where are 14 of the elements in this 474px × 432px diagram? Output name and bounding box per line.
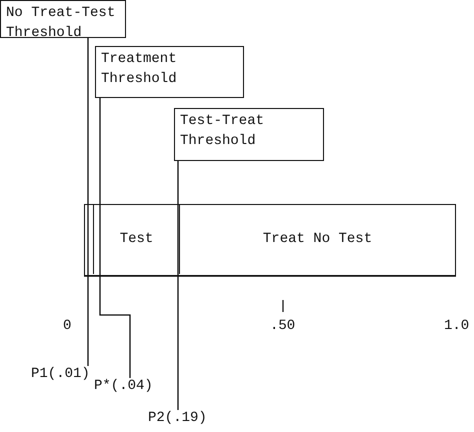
axis-tick-label: 1.0: [444, 318, 470, 334]
leader-line: [99, 98, 131, 378]
probability-label: P*(.04): [94, 378, 166, 396]
bar-chart-frame: [84, 204, 456, 276]
leader-line: [177, 161, 179, 410]
region-text: Test: [120, 230, 154, 250]
threshold-box: Treatment Threshold: [95, 46, 244, 98]
region-text: Treat No Test: [262, 230, 372, 250]
axis-tick-label: 0: [63, 318, 72, 334]
threshold-box: No Treat-Test Threshold: [0, 0, 126, 38]
axis-tick-label: .50: [270, 318, 296, 334]
threshold-box: Test-Treat Threshold: [174, 108, 324, 161]
leader-line: [87, 38, 89, 366]
probability-label: P2(.19): [148, 410, 214, 428]
